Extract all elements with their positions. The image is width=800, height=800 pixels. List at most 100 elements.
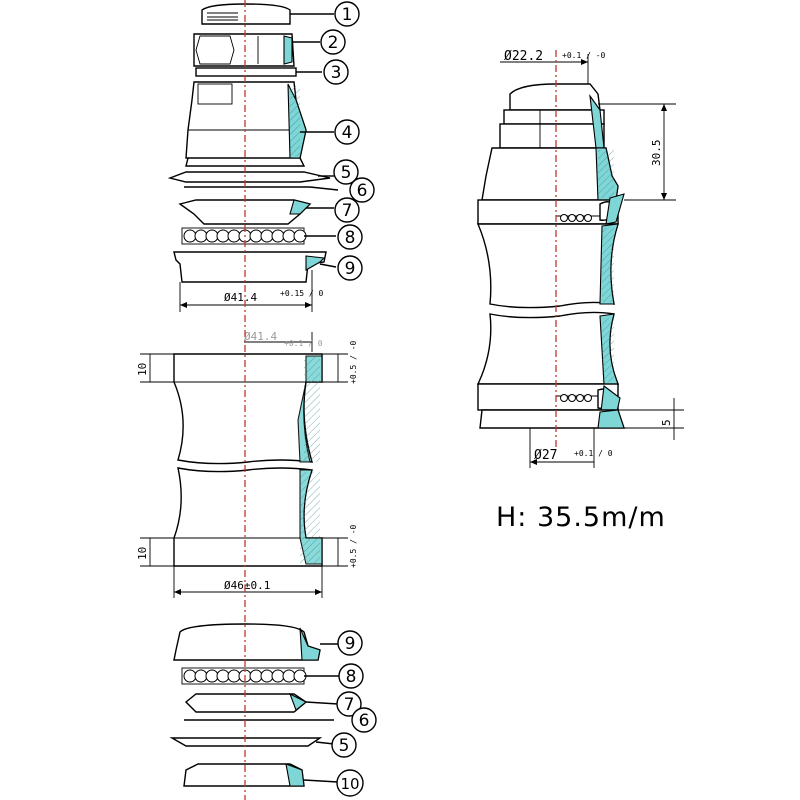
callout-3: 3 [323, 59, 349, 85]
washer-part [195, 67, 322, 77]
callout-1: 1 [334, 1, 360, 27]
seal-part [167, 171, 334, 183]
svg-text:8: 8 [345, 228, 356, 248]
bearing-part [181, 227, 336, 245]
depth-bottom-label: 10 [136, 547, 149, 560]
callout-8: 8 [337, 224, 363, 250]
bearing-ball [249, 229, 263, 243]
compression-ring-part-bottom [184, 692, 339, 713]
callout-2: 2 [320, 29, 346, 55]
crown-race-label: Ø27 [534, 448, 557, 463]
bearing-ball [183, 669, 197, 683]
head-tube: Ø41.4 +0.1 / 0 10 +0.5 / -0 10 [136, 330, 358, 598]
lower-cup-part-bottom [173, 623, 338, 661]
bearing-ball [227, 229, 241, 243]
depth-top-dimension: 10 +0.5 / -0 [136, 340, 358, 384]
crown-race-part [183, 763, 339, 787]
top-cup-part [185, 81, 334, 167]
bearing-ball [282, 229, 296, 243]
callout-9-bottom: 9 [337, 630, 363, 656]
svg-text:5: 5 [339, 736, 350, 756]
bearing-ball [227, 669, 241, 683]
svg-text:2: 2 [328, 33, 339, 53]
svg-text:6: 6 [357, 181, 368, 201]
svg-text:1: 1 [342, 5, 353, 25]
svg-text:3: 3 [331, 63, 342, 83]
bearing-ball [282, 669, 296, 683]
crown-race-dimension: Ø27 +0.1 / 0 [529, 428, 613, 468]
head-tube-inner-label: Ø41.4 [244, 330, 277, 343]
bearing-ball [194, 229, 208, 243]
exploded-stack: Ø41.4 +0.15 / 0 [167, 3, 339, 312]
depth-bottom-tol: +0.5 / -0 [349, 524, 358, 568]
svg-text:4: 4 [342, 123, 353, 143]
callout-10: 10 [336, 769, 364, 797]
bearing-ball [568, 394, 576, 402]
cup-diameter-tol: +0.15 / 0 [280, 289, 324, 298]
svg-text:5: 5 [341, 163, 352, 183]
part-callouts-top: 1 2 3 4 5 6 7 8 9 [320, 1, 375, 281]
bearing-ball [194, 669, 208, 683]
part-callouts-bottom: 9 8 7 6 5 10 [331, 630, 377, 797]
assembled-view: Ø22.2 +0.1 / -0 [476, 49, 684, 468]
bearing-ball [576, 214, 584, 222]
bearing-ball [216, 669, 230, 683]
stack-top-label: 30.5 [650, 140, 663, 167]
depth-top-tol: +0.5 / -0 [349, 340, 358, 384]
steerer-diameter-label: Ø22.2 [504, 49, 543, 64]
bearing-ball [576, 394, 584, 402]
svg-text:9: 9 [345, 634, 356, 654]
bearing-ball [205, 229, 219, 243]
callout-9: 9 [337, 255, 363, 281]
depth-bottom-dimension: 10 +0.5 / -0 [136, 524, 358, 568]
callout-5: 5 [333, 159, 359, 185]
callout-6-bottom: 6 [351, 707, 377, 733]
stack-height-label: H: 35.5m/m [496, 502, 666, 533]
seal-part-bottom [169, 737, 335, 747]
lock-nut-part [193, 33, 320, 67]
stack-bottom-dimension: 5 [618, 398, 684, 440]
bearing-ball [584, 214, 592, 222]
bearing-ball [568, 214, 576, 222]
svg-text:9: 9 [345, 259, 356, 279]
cup-diameter-dimension: Ø41.4 +0.15 / 0 [179, 270, 324, 312]
bearing-part-bottom [181, 667, 340, 685]
callout-8-bottom: 8 [338, 663, 364, 689]
stack-bottom-label: 5 [660, 419, 673, 426]
head-tube-inner-dimension: Ø41.4 +0.1 / 0 [244, 330, 323, 352]
compression-ring-part [178, 199, 334, 225]
bearing-ball [271, 669, 285, 683]
bearing-ball [560, 214, 568, 222]
cup-diameter-label: Ø41.4 [224, 291, 257, 304]
callout-6: 6 [349, 177, 375, 203]
steerer-tol: +0.1 / -0 [562, 51, 606, 60]
exploded-stack-bottom [169, 623, 340, 787]
top-cap-part [201, 3, 334, 25]
stack-top-dimension: 30.5 [598, 103, 676, 201]
bearing-ball [183, 229, 197, 243]
head-tube-outer-label: Ø46±0.1 [224, 579, 270, 592]
svg-text:10: 10 [340, 775, 359, 793]
callout-4: 4 [334, 119, 360, 145]
svg-text:8: 8 [346, 667, 357, 687]
bearing-ball [584, 394, 592, 402]
thin-ring-part [184, 186, 339, 191]
bearing-ball [260, 229, 274, 243]
head-tube-inner-tol: +0.1 / 0 [284, 339, 323, 348]
bearing-ball [205, 669, 219, 683]
crown-race-tol: +0.1 / 0 [574, 449, 613, 458]
svg-text:6: 6 [359, 711, 370, 731]
depth-top-label: 10 [136, 363, 149, 376]
callout-7-bottom: 7 [336, 691, 362, 717]
svg-text:7: 7 [342, 201, 353, 221]
bearing-ball [271, 229, 285, 243]
bearing-ball [216, 229, 230, 243]
callout-7: 7 [334, 197, 360, 223]
bearing-ball [560, 394, 568, 402]
bearing-ball [249, 669, 263, 683]
callout-5-bottom: 5 [331, 732, 357, 758]
svg-text:7: 7 [344, 695, 355, 715]
bearing-ball [260, 669, 274, 683]
lower-cup-part [173, 251, 337, 283]
